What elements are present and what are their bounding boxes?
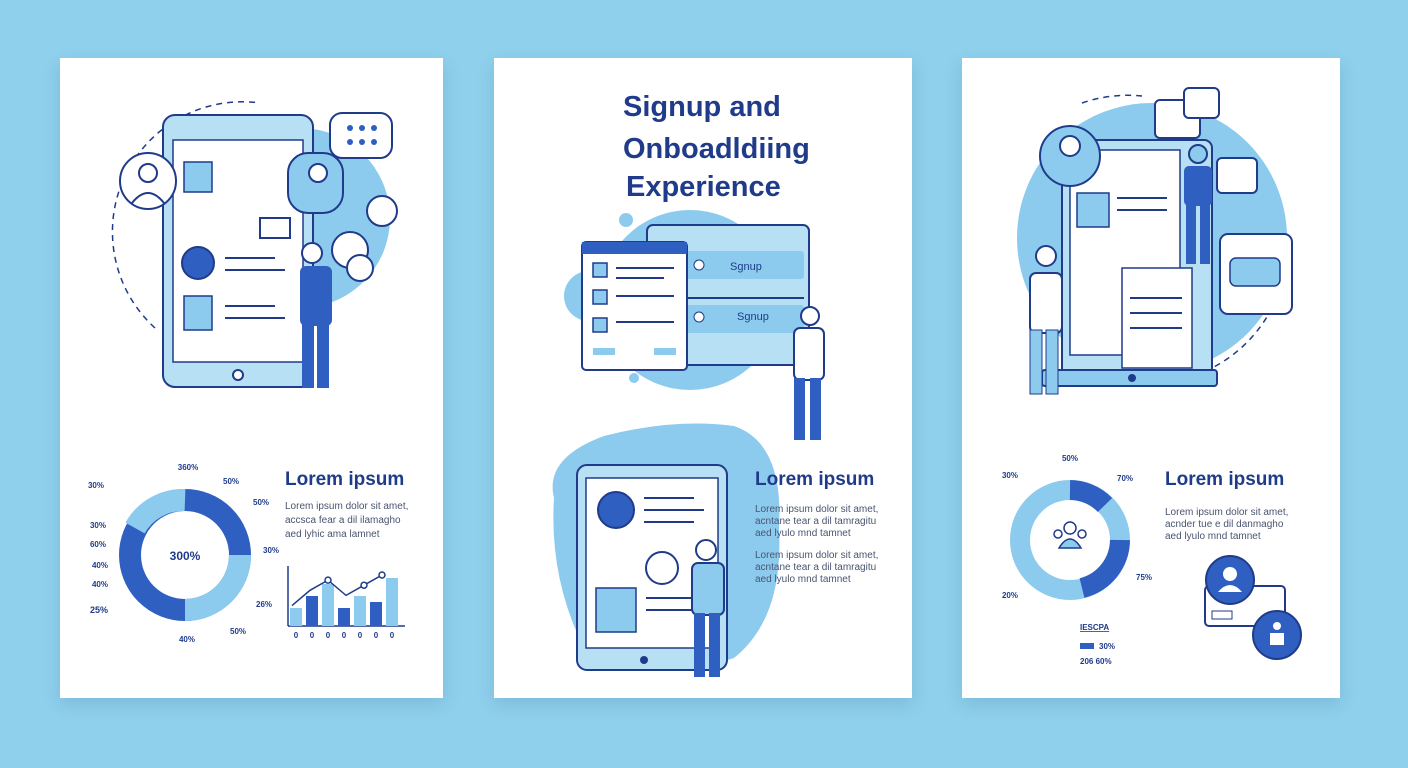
avatar-bubble-right [287,152,344,214]
donut-label: 50% [1062,454,1078,463]
body-line: Lorem ipsum dolor sit amet, [755,550,878,561]
bar [306,596,318,626]
donut-label: 50% [230,627,246,636]
user-circle-icon [366,195,398,227]
body-line: Lorem ipsum dolor sit amet, [755,504,878,515]
trend-point [324,576,332,584]
middle-poster: Signup and Onboadldiing Experience Sgnup… [494,58,912,698]
donut-segment-dark [1079,539,1130,598]
checkbox-icon [592,289,608,305]
avatar-bubble-left [119,152,177,210]
body-line: aed lyhic ama lamnet [285,529,380,540]
signup-field-label: Sgnup [737,311,769,323]
checklist-window [581,241,688,371]
body-line: acntane tear a dil tamragitu [755,562,876,573]
donut-label: 20% [1002,591,1018,600]
legend-label: 30% [1099,642,1115,651]
donut-label: 360% [178,463,198,472]
person-figure [793,306,825,440]
donut-segment-light-bottom [184,554,251,621]
poster-title-line: Experience [626,171,781,203]
legend-title: IESCPA [1080,623,1109,632]
person-figure [1029,245,1063,395]
bar [322,584,334,626]
right-poster: 50% 30% 70% 75% 20% IESCPA 30% 206 60% L… [962,58,1340,698]
body-line: aed lyulo mnd tamnet [1165,531,1261,542]
left-poster: 300% 360% 30% 30% 60% 40% 40% 25% 50% 50… [60,58,443,698]
donut-label: 30% [263,546,279,555]
middle-poster-illustration: Signup and Onboadldiing Experience Sgnup… [552,91,878,677]
donut-label: 30% [90,521,106,530]
x-tick-label: 0 [294,631,299,640]
donut-label: 75% [1136,573,1152,582]
x-tick-label: 0 [390,631,395,640]
phone-icon [162,114,314,388]
donut-label: 30% [88,481,104,490]
donut-label: 25% [90,605,108,615]
donut-label: 50% [223,477,239,486]
bar [290,608,302,626]
left-poster-illustration: 300% 360% 30% 30% 60% 40% 40% 25% 50% 50… [88,101,408,644]
right-poster-illustration: 50% 30% 70% 75% 20% IESCPA 30% 206 60% L… [1002,87,1302,666]
poster-title-line: Onboadldiing [623,133,810,165]
body-line: aed lyulo mnd tamnet [755,528,851,539]
body-line: acntane tear a dil tamragitu [755,516,876,527]
bar-chart: 0 0 0 0 0 0 0 [287,566,405,640]
trend-line [291,574,383,607]
donut-segment-light-top [125,488,186,534]
group-users-icon [1053,521,1087,549]
chat-dots-icon [329,112,393,159]
donut-label: 30% [1002,471,1018,480]
translate-bubble-icon [331,231,374,282]
bar [370,602,382,626]
x-tick-label: 0 [342,631,347,640]
donut-label: 40% [179,635,195,644]
donut-label: 50% [253,498,269,507]
car-card-icon [1219,233,1293,315]
section-heading: Lorem ipsum [1165,469,1284,490]
trend-point [378,571,386,579]
avatar-circle-icon [1039,125,1101,187]
section-heading: Lorem ipsum [285,469,404,490]
section-heading: Lorem ipsum [755,469,874,490]
donut-label: 40% [92,580,108,589]
donut-chart [1010,480,1130,600]
virus-gear-icon [181,246,215,280]
legend-swatch [1080,643,1094,649]
body-line: Lorem ipsum dolor sit amet, [285,501,408,512]
x-tick-label: 0 [310,631,315,640]
donut-segment-dark [1069,480,1113,513]
body-line: accsca fear a dil ilamagho [285,515,401,526]
legend-label: 206 60% [1080,657,1112,666]
donut-label: 60% [90,540,106,549]
chat-bubble-icon [1154,87,1258,194]
body-line: Lorem ipsum dolor sit amet, [1165,507,1288,518]
person-figure [1184,144,1212,264]
x-tick-label: 0 [374,631,379,640]
id-card-icon [1204,555,1302,660]
dashed-arc [111,101,261,329]
x-tick-label: 0 [326,631,331,640]
person-figure [691,539,725,677]
donut-center-label: 300% [170,549,201,563]
bar [354,596,366,626]
checkbox-icon [592,317,608,333]
checkbox-icon [592,262,608,278]
poster-title-line: Signup and [623,91,781,123]
donut-label: 26% [256,600,272,609]
phone-icon [1041,139,1218,387]
signup-field-label: Sgnup [730,261,762,273]
donut-label: 40% [92,561,108,570]
bar [386,578,398,626]
donut-label: 70% [1117,474,1133,483]
donut-chart: 300% [119,488,251,621]
trend-point [360,581,368,589]
bar [338,608,350,626]
body-line: aed lyulo mnd tamnet [755,574,851,585]
body-line: acnder tue e dil danmagho [1165,519,1284,530]
x-tick-label: 0 [358,631,363,640]
person-figure [259,217,332,388]
